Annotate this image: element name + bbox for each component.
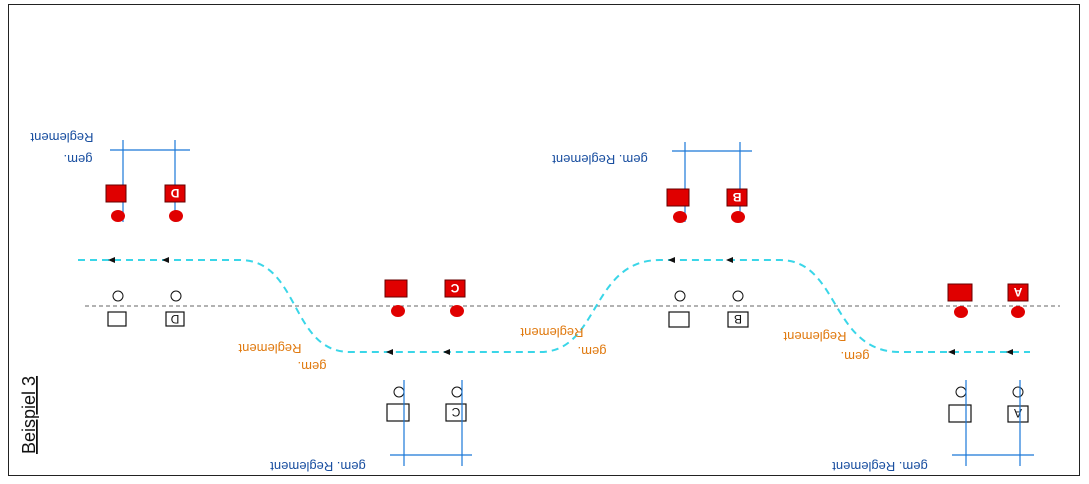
signal-red-dot [673, 211, 687, 223]
signal-group-d-upper: D gem. Reglement [30, 130, 190, 222]
signal-red-square [666, 188, 690, 207]
direction-arrows [108, 257, 1013, 355]
signal-red-dot [111, 210, 125, 222]
hollow-circle [451, 386, 463, 398]
dimension-label-gem-reglement: gem. Reglement [832, 459, 928, 474]
signal-label-c: C [450, 281, 459, 295]
arrow-head [1006, 349, 1013, 355]
orange-label-reglement: Reglement [520, 325, 583, 340]
signal-group-b-upper: B gem. Reglement [552, 142, 752, 223]
diagram-frame [8, 4, 1080, 476]
dimension-label-reglement: Reglement [30, 130, 93, 145]
diagram-title: Beispiel 3 [19, 376, 39, 454]
hollow-square-b [727, 311, 749, 328]
dimension-label-gem-reglement: gem. Reglement [270, 459, 366, 474]
hollow-circle [732, 290, 744, 302]
dimension-label-gem-reglement: gem. Reglement [552, 152, 648, 167]
signal-red-square [105, 184, 127, 203]
hollow-circle [955, 386, 967, 398]
signal-red-dot [1011, 306, 1025, 318]
signal-red-square-a [1007, 283, 1029, 302]
track-path-cyan [78, 259, 1030, 353]
marker-label-a: A [1014, 406, 1022, 420]
marker-group-c-lower: C gem. Reglement [270, 380, 472, 474]
arrow-head [386, 349, 393, 355]
arrow-head [948, 349, 955, 355]
signal-group-a: A Reglement gem. [783, 283, 1029, 364]
hollow-circle [393, 386, 405, 398]
hollow-circle [170, 290, 182, 302]
signal-red-square [947, 283, 973, 302]
marker-label-c: C [451, 405, 460, 419]
hollow-circle [674, 290, 686, 302]
arrow-head [726, 257, 733, 263]
signal-red-square [384, 279, 408, 298]
hollow-circle [112, 290, 124, 302]
hollow-square [668, 311, 690, 328]
signal-red-square-b [726, 188, 748, 207]
arrow-head [162, 257, 169, 263]
orange-label-gem: gem. [298, 359, 327, 374]
signal-label-d: D [170, 186, 179, 200]
hollow-circle [1012, 386, 1024, 398]
signal-red-dot [169, 210, 183, 222]
orange-label-reglement: Reglement [783, 329, 846, 344]
hollow-square-d [165, 311, 185, 327]
marker-group-a-lower: A gem. Reglement [832, 380, 1034, 474]
signal-red-square-c [444, 279, 466, 298]
hollow-square [107, 311, 127, 327]
orange-label-gem: gem. [578, 344, 607, 359]
hollow-square-a [1007, 405, 1029, 423]
arrow-head [668, 257, 675, 263]
signal-red-dot [450, 305, 464, 317]
marker-label-d: D [170, 312, 179, 326]
signal-red-square-d [164, 184, 186, 203]
marker-group-b: B Reglement gem. [520, 290, 749, 359]
hollow-square [948, 404, 972, 423]
signal-group-c: C Reglement gem. [238, 279, 466, 374]
hollow-square-c [445, 403, 467, 422]
signal-red-dot [391, 305, 405, 317]
signal-label-b: B [732, 190, 741, 204]
orange-label-gem: gem. [841, 349, 870, 364]
hollow-square [386, 403, 410, 422]
orange-label-reglement: Reglement [238, 341, 301, 356]
signal-red-dot [954, 306, 968, 318]
marker-group-left-lower: D [107, 290, 185, 327]
signal-red-dot [731, 211, 745, 223]
marker-label-b: B [734, 312, 742, 326]
arrow-head [443, 349, 450, 355]
signal-label-a: A [1013, 285, 1022, 299]
arrow-head [108, 257, 115, 263]
dimension-label-gem: gem. [64, 152, 93, 167]
